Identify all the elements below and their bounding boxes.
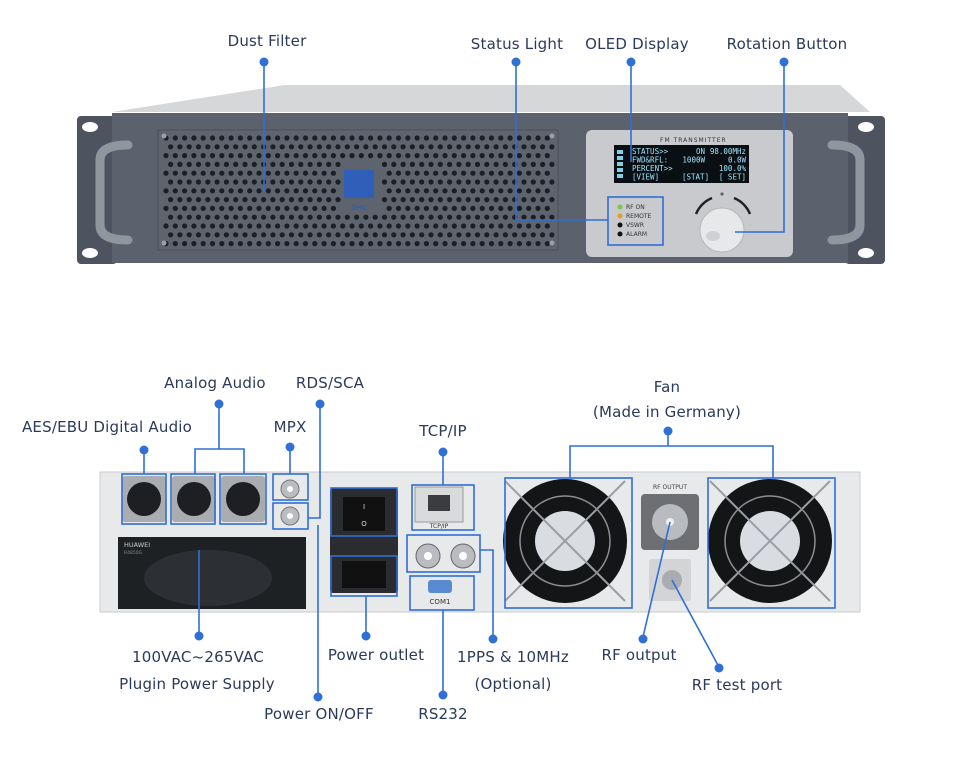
led-indicator-icon bbox=[617, 204, 623, 210]
oled-level-bar bbox=[617, 174, 623, 178]
oled-text-cell: 100.0% bbox=[719, 164, 747, 173]
oled-level-bar bbox=[617, 162, 623, 166]
oled-text-cell: STATUS>> bbox=[632, 147, 669, 156]
power-module bbox=[330, 488, 398, 593]
label-mpx: MPX bbox=[273, 418, 307, 436]
chassis-front bbox=[112, 113, 848, 263]
led-indicator-icon bbox=[617, 213, 623, 219]
svg-text:O: O bbox=[361, 520, 367, 528]
rf-output-text: RF OUTPUT bbox=[653, 484, 687, 491]
label-1pps: 1PPS & 10MHz bbox=[457, 648, 569, 666]
oled-text-cell: FWD&RFL: bbox=[632, 156, 668, 165]
oled-level-bars bbox=[617, 150, 623, 178]
label-power-outlet: Power outlet bbox=[327, 646, 425, 664]
rotate-ccw-arrow-icon bbox=[694, 196, 713, 215]
oled-text-cell: [VIEW] bbox=[632, 173, 659, 182]
led-label: RF ON bbox=[626, 204, 645, 211]
led-label: VSWR bbox=[626, 222, 644, 229]
xlr-connectors bbox=[122, 476, 265, 522]
logo-text: ZHC bbox=[351, 204, 367, 212]
plugin-power-supply bbox=[118, 537, 306, 609]
rear-chassis bbox=[99, 471, 861, 613]
rack-hole bbox=[82, 122, 98, 132]
oled-text-cell: 1000W bbox=[682, 156, 705, 165]
tcpip-port-text: TCP/IP bbox=[429, 523, 449, 530]
label-psu: Plugin Power Supply bbox=[119, 675, 275, 693]
grille-holes bbox=[163, 135, 555, 247]
oled-level-bar bbox=[617, 168, 623, 172]
rf-test-port bbox=[649, 559, 691, 601]
psu-vent bbox=[144, 550, 272, 606]
rack-hole bbox=[858, 248, 874, 258]
rack-hole bbox=[858, 122, 874, 132]
oled-text-cell: ON bbox=[696, 147, 705, 156]
svg-text:I: I bbox=[363, 503, 365, 511]
rack-hole bbox=[82, 248, 98, 258]
label-psu-voltage: 100VAC~265VAC bbox=[132, 648, 264, 666]
psu-model: R4850G bbox=[124, 550, 143, 556]
rotate-cw-arrow-icon bbox=[733, 196, 752, 215]
label-1pps-optional: (Optional) bbox=[474, 675, 552, 693]
oled-display bbox=[614, 145, 749, 183]
rotation-knob-icon bbox=[699, 207, 745, 253]
oled-level-bar bbox=[617, 150, 623, 154]
rack-ear-left bbox=[77, 116, 117, 264]
db9-port bbox=[428, 580, 452, 593]
oled-text-cell: [STAT] bbox=[682, 173, 709, 182]
label-fan-origin: (Made in Germany) bbox=[592, 403, 742, 421]
fan-right-icon bbox=[708, 479, 832, 603]
knob-marker bbox=[720, 192, 724, 196]
label-rs232: RS232 bbox=[418, 705, 468, 723]
led-indicator-icon bbox=[617, 222, 623, 228]
label-rotation-button: Rotation Button bbox=[726, 35, 848, 53]
label-power-switch: Power ON/OFF bbox=[264, 705, 374, 723]
label-status-light: Status Light bbox=[470, 35, 564, 53]
psu-brand: HUAWEI bbox=[124, 541, 150, 549]
label-rf-test-port: RF test port bbox=[691, 676, 783, 694]
label-analog-audio: Analog Audio bbox=[164, 374, 266, 392]
com-port-text: COM1 bbox=[430, 598, 451, 606]
zhc-logo-icon bbox=[344, 170, 374, 198]
label-rds-sca: RDS/SCA bbox=[295, 374, 365, 392]
panel-title: FM TRANSMITTER bbox=[660, 137, 727, 144]
oled-text-cell: [ SET] bbox=[719, 173, 746, 182]
oled-text-cell: 98.00MHz bbox=[710, 147, 746, 156]
control-panel bbox=[586, 130, 793, 257]
led-label: REMOTE bbox=[626, 213, 652, 220]
chassis-top-cover bbox=[112, 85, 870, 112]
rj45-port bbox=[428, 495, 450, 511]
label-tcp-ip: TCP/IP bbox=[419, 422, 467, 440]
label-oled-display: OLED Display bbox=[585, 35, 689, 53]
rack-ear-right bbox=[845, 116, 885, 264]
oled-level-bar bbox=[617, 156, 623, 160]
oled-text-cell: 0.0W bbox=[728, 156, 747, 165]
fan-left-icon bbox=[503, 479, 627, 603]
led-label: ALARM bbox=[626, 231, 647, 238]
label-rf-output: RF output bbox=[601, 646, 677, 664]
iec-inlet bbox=[342, 561, 386, 588]
oled-text-cell: PERCENT>> bbox=[632, 164, 673, 173]
led-indicator-icon bbox=[617, 231, 623, 237]
label-dust-filter: Dust Filter bbox=[227, 32, 307, 50]
rf-output-connector bbox=[641, 494, 699, 550]
handle-left-icon bbox=[95, 140, 133, 245]
knob-grip bbox=[706, 231, 720, 241]
label-aes-ebu: AES/EBU Digital Audio bbox=[21, 418, 193, 436]
dust-filter-grille bbox=[157, 129, 559, 251]
handle-right-icon bbox=[827, 140, 865, 245]
label-fan: Fan bbox=[653, 378, 681, 396]
